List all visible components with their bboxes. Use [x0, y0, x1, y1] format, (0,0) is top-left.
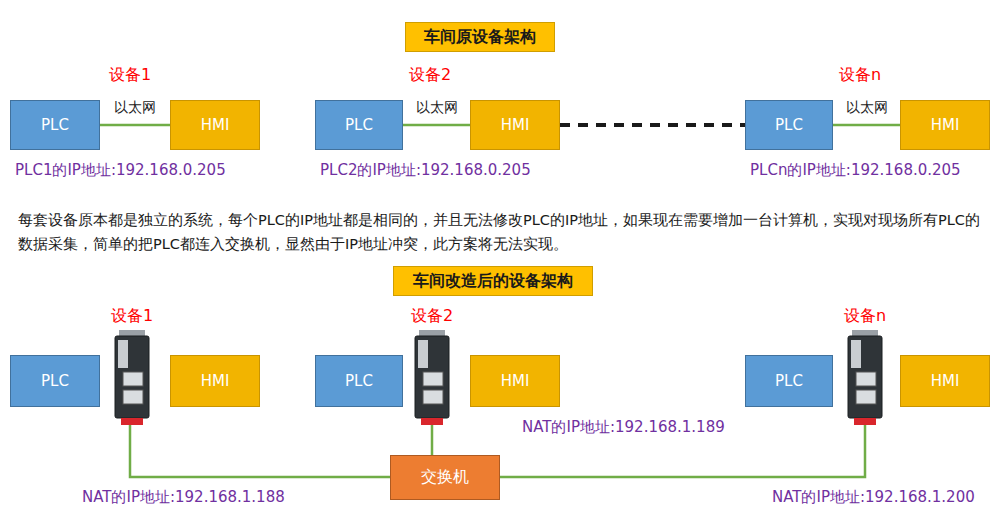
- device-name: 设备n: [844, 306, 886, 327]
- box-text: PLC: [41, 372, 69, 390]
- plc-box: PLC: [315, 355, 403, 407]
- plc-box: PLC: [315, 100, 403, 150]
- box-text: HMI: [931, 116, 960, 134]
- box-text: HMI: [201, 372, 230, 390]
- ethernet-port: [423, 372, 443, 386]
- connector-label: 以太网: [414, 99, 460, 117]
- ethernet-port: [123, 372, 143, 386]
- box-text: PLC: [775, 116, 803, 134]
- device-terminal: [854, 418, 876, 425]
- box-text: PLC: [345, 116, 373, 134]
- box-text: 车间原设备架构: [424, 27, 536, 48]
- device-name: 设备1: [109, 65, 151, 86]
- box-text: PLC: [41, 116, 69, 134]
- device-name: 设备1: [111, 306, 153, 327]
- section-heading: 车间原设备架构: [405, 22, 555, 52]
- device-name: 设备2: [409, 65, 451, 86]
- nat-ip-address: NAT的IP地址:192.168.1.200: [772, 488, 975, 507]
- box-text: HMI: [501, 372, 530, 390]
- ethernet-connector: [100, 124, 170, 127]
- section-heading: 车间改造后的设备架构: [393, 266, 593, 296]
- connector-label: 以太网: [844, 99, 890, 117]
- box-text: HMI: [201, 116, 230, 134]
- box-text: HMI: [931, 372, 960, 390]
- ip-address: PLC1的IP地址:192.168.0.205: [15, 161, 226, 180]
- device-terminal: [421, 418, 443, 425]
- device-label-plate: [118, 340, 128, 368]
- hmi-box: HMI: [170, 100, 260, 150]
- device-label-plate: [418, 340, 428, 368]
- ip-address: PLC2的IP地址:192.168.0.205: [320, 161, 531, 180]
- nat-gateway-icon: [115, 330, 149, 425]
- connector-label: 以太网: [112, 99, 158, 117]
- device-body: [115, 336, 149, 418]
- nat-gateway-icon: [848, 330, 882, 425]
- device-body: [415, 336, 449, 418]
- device-body: [848, 336, 882, 418]
- hmi-box: HMI: [170, 355, 260, 407]
- device-terminal: [121, 418, 143, 425]
- hmi-box: HMI: [900, 355, 990, 407]
- device-label-plate: [851, 340, 861, 368]
- plc-box: PLC: [745, 100, 833, 150]
- box-text: PLC: [775, 372, 803, 390]
- network-wire: [431, 425, 434, 455]
- network-wire: [130, 425, 390, 477]
- ethernet-connector: [403, 124, 470, 127]
- ethernet-port: [856, 372, 876, 386]
- plc-box: PLC: [10, 100, 100, 150]
- nat-ip-address: NAT的IP地址:192.168.1.188: [82, 488, 285, 507]
- box-text: 交换机: [421, 467, 469, 488]
- description-note: 每套设备原本都是独立的系统，每个PLC的IP地址都是相同的，并且无法修改PLC的…: [18, 208, 988, 256]
- ip-address: PLCn的IP地址:192.168.0.205: [750, 161, 961, 180]
- box-text: HMI: [501, 116, 530, 134]
- device-name: 设备n: [839, 65, 881, 86]
- device-name: 设备2: [411, 306, 453, 327]
- plc-box: PLC: [10, 355, 100, 407]
- switch-box: 交换机: [390, 455, 500, 500]
- box-text: PLC: [345, 372, 373, 390]
- box-text: 车间改造后的设备架构: [413, 271, 573, 292]
- nat-devices: [115, 330, 882, 425]
- ethernet-port: [423, 390, 443, 404]
- plc-box: PLC: [745, 355, 833, 407]
- hmi-box: HMI: [470, 355, 560, 407]
- dashed-connector: [560, 123, 745, 127]
- nat-gateway-icon: [415, 330, 449, 425]
- ethernet-port: [856, 390, 876, 404]
- hmi-box: HMI: [900, 100, 990, 150]
- hmi-box: HMI: [470, 100, 560, 150]
- nat-ip-address: NAT的IP地址:192.168.1.189: [522, 418, 725, 437]
- ethernet-connector: [833, 124, 900, 127]
- ethernet-port: [123, 390, 143, 404]
